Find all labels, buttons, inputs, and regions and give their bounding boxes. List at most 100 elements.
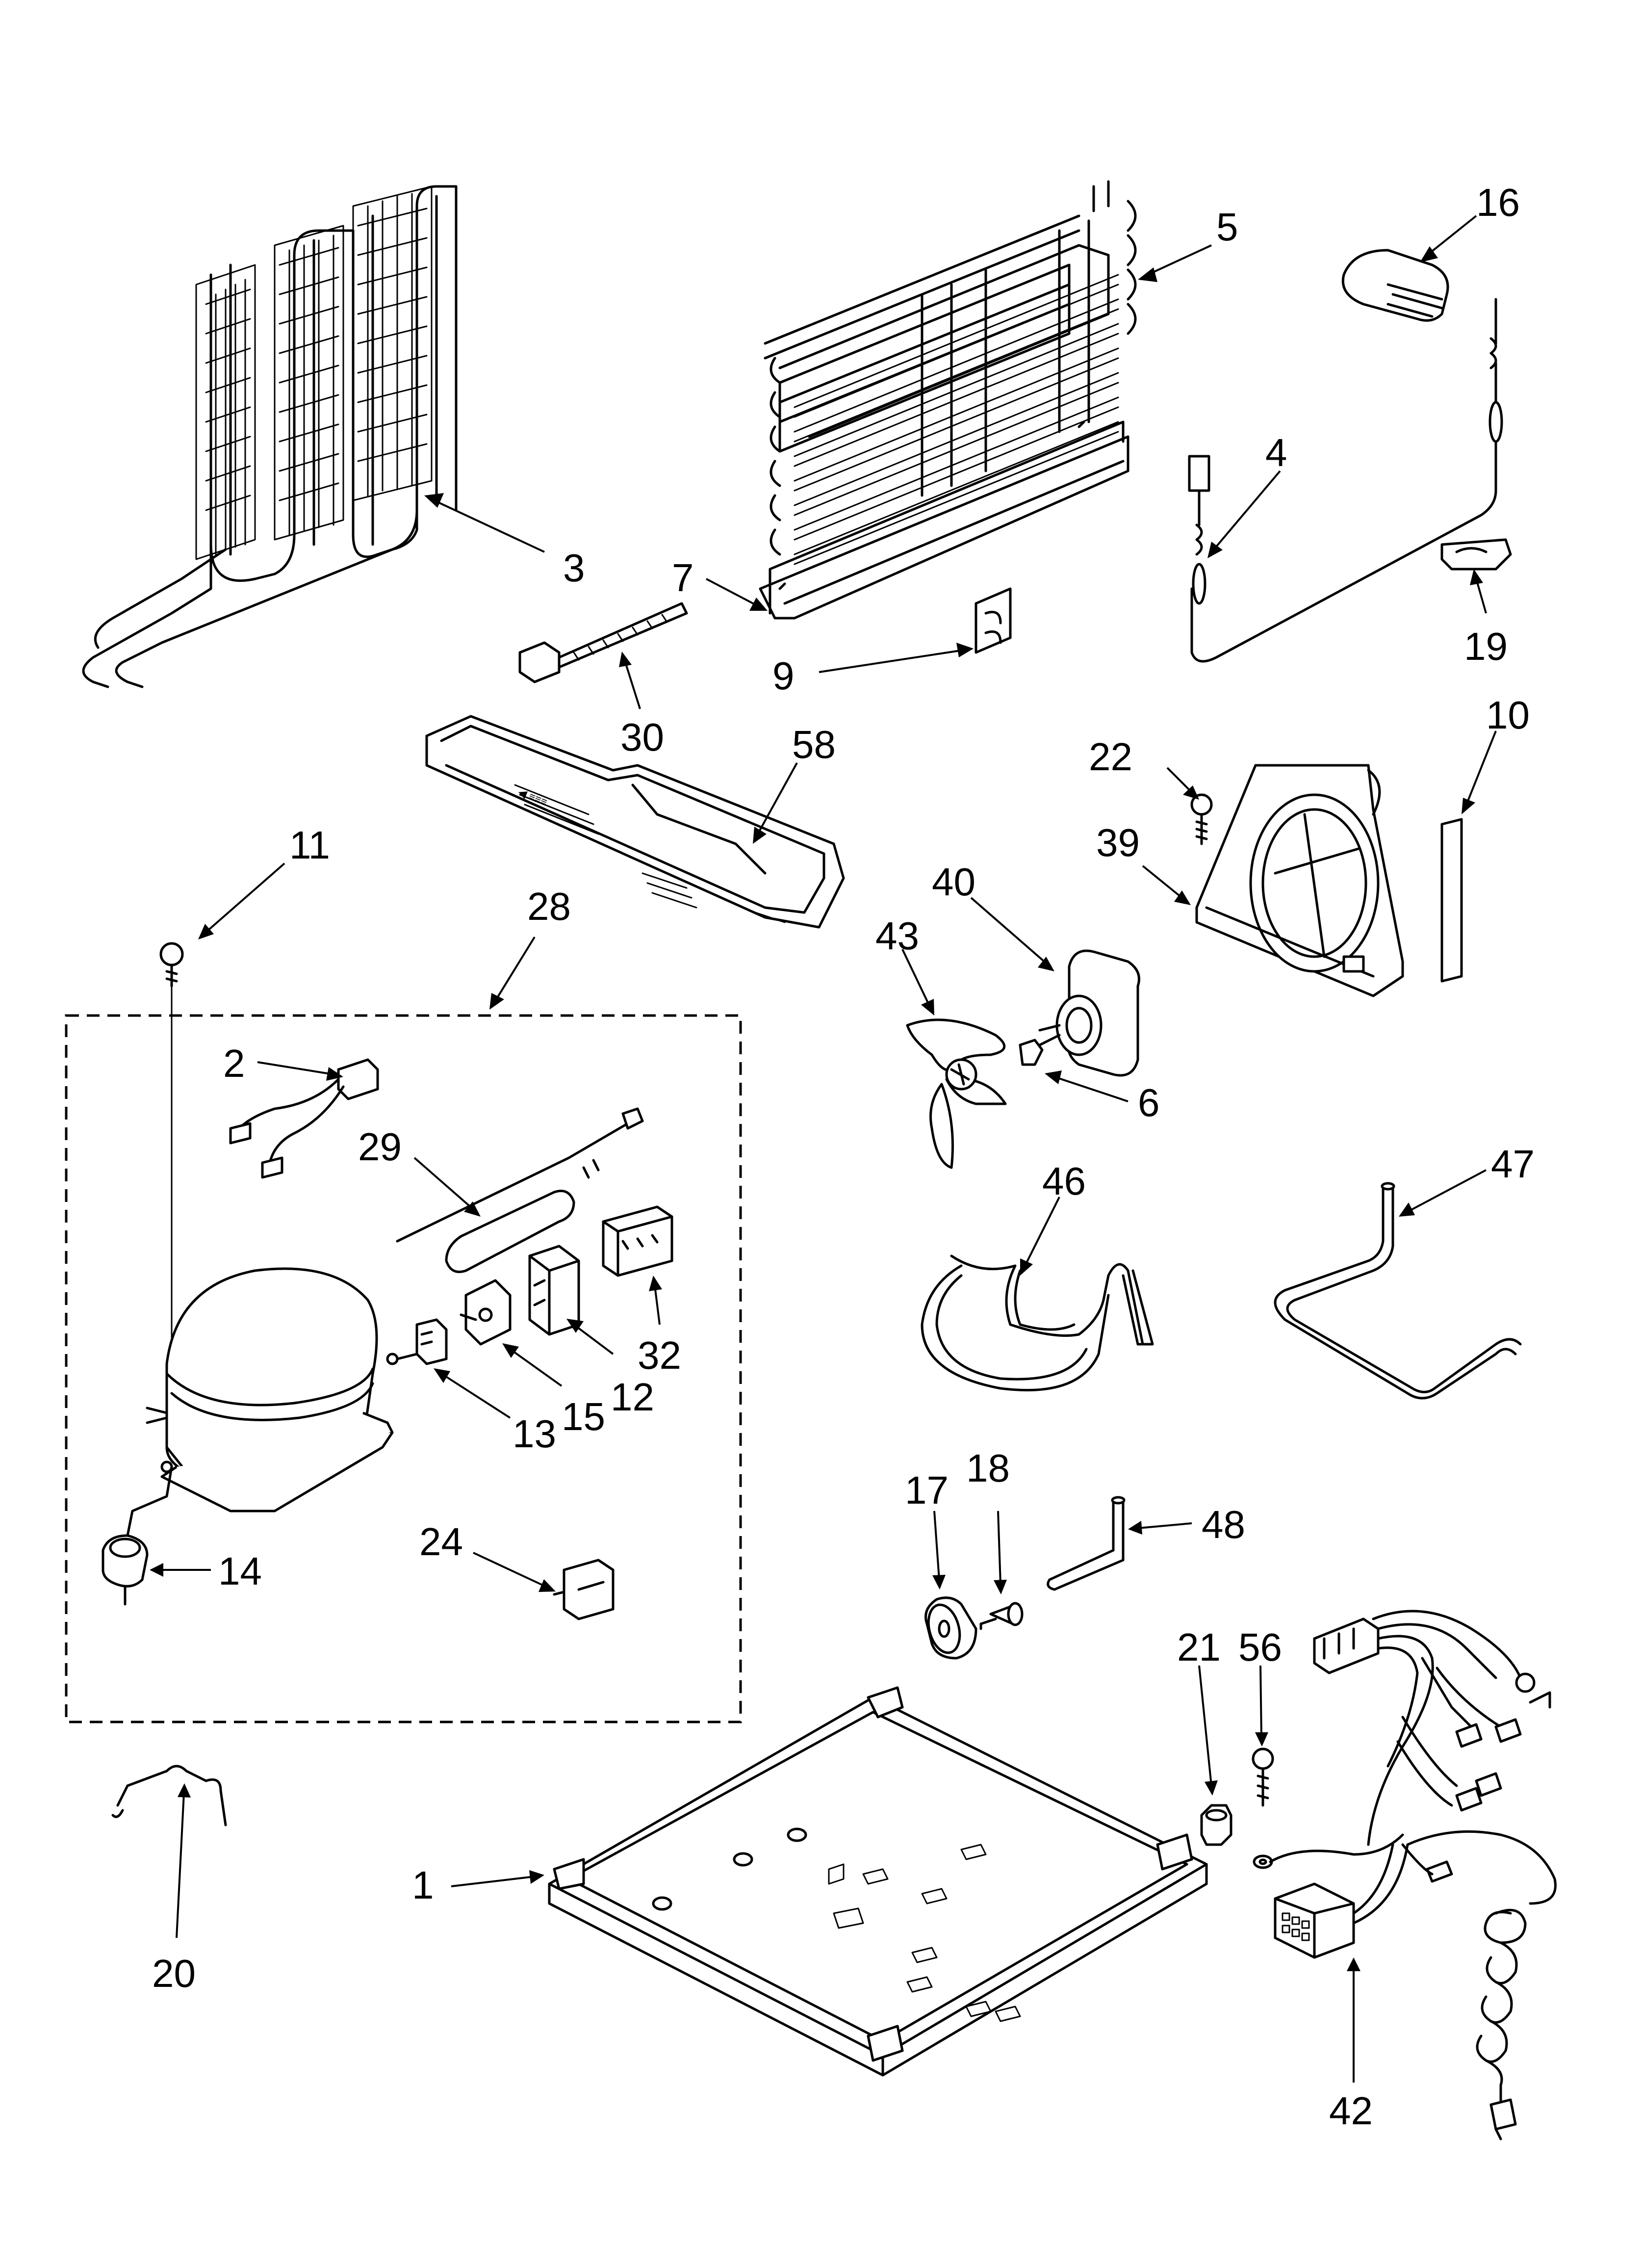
part-label-5[interactable]: 5 xyxy=(1216,205,1238,249)
part-label-19[interactable]: 19 xyxy=(1464,625,1508,668)
screw-11-part xyxy=(159,942,184,988)
tube-47-part xyxy=(1274,1182,1522,1400)
label-47-leader xyxy=(1399,1169,1487,1217)
part-label-42[interactable]: 42 xyxy=(1329,2089,1373,2133)
part-label-12[interactable]: 12 xyxy=(611,1375,654,1419)
label-24-leader xyxy=(473,1552,556,1592)
screw-6-part xyxy=(1019,1034,1061,1066)
label-18-leader xyxy=(994,1511,1007,1594)
label-19-leader xyxy=(1470,569,1487,614)
label-12-leader xyxy=(566,1319,614,1355)
part-labels: 1 2 3 4 5 6 7 9 10 11 12 13 14 15 16 17 … xyxy=(152,181,1535,2133)
wheel-17-part xyxy=(924,1596,977,1660)
label-14-leader xyxy=(150,1563,211,1577)
label-17-leader xyxy=(932,1511,946,1590)
part-label-2[interactable]: 2 xyxy=(223,1042,245,1085)
part-label-22[interactable]: 22 xyxy=(1089,735,1132,779)
grommet-14-part xyxy=(102,1534,149,1606)
label-9-leader xyxy=(819,643,974,673)
label-40-leader xyxy=(970,897,1054,971)
part-label-30[interactable]: 30 xyxy=(620,715,664,759)
label-16-leader xyxy=(1420,215,1477,262)
label-32-leader xyxy=(649,1276,662,1325)
part-label-13[interactable]: 13 xyxy=(513,1412,556,1456)
part-label-46[interactable]: 46 xyxy=(1042,1159,1086,1203)
label-42-leader xyxy=(1347,1957,1360,2083)
label-56-leader xyxy=(1255,1665,1268,1747)
part-label-6[interactable]: 6 xyxy=(1138,1081,1160,1124)
part-label-21[interactable]: 21 xyxy=(1177,1625,1221,1669)
part-label-48[interactable]: 48 xyxy=(1202,1503,1245,1546)
clip-20-part xyxy=(111,1765,227,1826)
label-11-leader xyxy=(198,862,285,939)
label-6-leader xyxy=(1045,1070,1129,1102)
label-39-leader xyxy=(1142,865,1191,905)
axle-bolt-18-part xyxy=(979,1602,1024,1630)
drain-tube-part xyxy=(921,1254,1154,1392)
label-58-leader xyxy=(753,762,798,844)
part-label-28[interactable]: 28 xyxy=(527,885,571,928)
part-label-24[interactable]: 24 xyxy=(419,1520,463,1564)
part-label-40[interactable]: 40 xyxy=(932,860,975,904)
part-label-14[interactable]: 14 xyxy=(218,1549,262,1593)
label-2-leader xyxy=(257,1061,343,1081)
part-label-32[interactable]: 32 xyxy=(638,1333,681,1377)
evaporator-part xyxy=(759,180,1137,620)
connector-24-part xyxy=(553,1559,615,1620)
label-46-leader xyxy=(1020,1197,1060,1276)
compressor-kit-box xyxy=(65,1014,742,1723)
part-label-11[interactable]: 11 xyxy=(289,823,330,867)
tie-strap-part xyxy=(518,602,688,683)
compressor-part xyxy=(126,1267,399,1537)
fan-shroud-part xyxy=(1195,764,1404,997)
tube-48-part xyxy=(1047,1496,1126,1591)
part-label-3[interactable]: 3 xyxy=(563,546,585,590)
part-label-16[interactable]: 16 xyxy=(1476,181,1520,224)
clip-19-part xyxy=(1440,538,1512,571)
screw-56-part xyxy=(1252,1747,1274,1869)
part-label-43[interactable]: 43 xyxy=(875,914,919,958)
part-label-10[interactable]: 10 xyxy=(1486,693,1530,737)
part-label-1[interactable]: 1 xyxy=(412,1863,434,1907)
label-29-leader xyxy=(413,1157,481,1217)
part-label-17[interactable]: 17 xyxy=(905,1468,949,1512)
capacitor-32-part xyxy=(602,1205,673,1277)
label-20-leader xyxy=(176,1783,191,1938)
base-part xyxy=(548,1686,1208,2077)
label-3-leader xyxy=(424,493,545,553)
label-43-leader xyxy=(901,949,934,1016)
nut-21-part xyxy=(1200,1804,1232,1846)
condenser-part xyxy=(82,185,458,688)
overload-15-part xyxy=(460,1279,512,1346)
part-label-56[interactable]: 56 xyxy=(1238,1625,1282,1669)
part-label-15[interactable]: 15 xyxy=(562,1395,605,1438)
label-22-leader xyxy=(1166,767,1199,800)
label-13-leader xyxy=(434,1368,511,1419)
label-5-leader xyxy=(1138,244,1212,282)
part-label-47[interactable]: 47 xyxy=(1491,1142,1535,1186)
part-label-39[interactable]: 39 xyxy=(1096,821,1140,864)
part-label-4[interactable]: 4 xyxy=(1265,431,1287,474)
part-label-9[interactable]: 9 xyxy=(772,654,795,698)
clip-9-part xyxy=(975,587,1012,654)
label-30-leader xyxy=(619,652,641,709)
screw-22-part xyxy=(1190,793,1213,845)
label-48-leader xyxy=(1128,1521,1192,1535)
drain-pan-part: ◀ ≡≡≡ xyxy=(425,715,845,929)
part-label-58[interactable]: 58 xyxy=(792,723,836,766)
cap-16-part xyxy=(1341,249,1449,322)
fan-motor-part xyxy=(1038,949,1140,1077)
part-label-29[interactable]: 29 xyxy=(358,1125,402,1169)
gasket-strip-part xyxy=(1440,818,1463,983)
label-4-leader xyxy=(1207,470,1281,558)
label-28-leader xyxy=(489,936,536,1010)
part-label-7[interactable]: 7 xyxy=(672,556,694,600)
label-7-leader xyxy=(706,578,768,611)
label-21-leader xyxy=(1198,1665,1218,1796)
label-10-leader xyxy=(1462,730,1497,814)
part-label-18[interactable]: 18 xyxy=(966,1446,1010,1490)
wire-harness-2-part xyxy=(229,1058,379,1179)
label-1-leader xyxy=(451,1870,544,1887)
part-label-20[interactable]: 20 xyxy=(152,1952,196,1995)
